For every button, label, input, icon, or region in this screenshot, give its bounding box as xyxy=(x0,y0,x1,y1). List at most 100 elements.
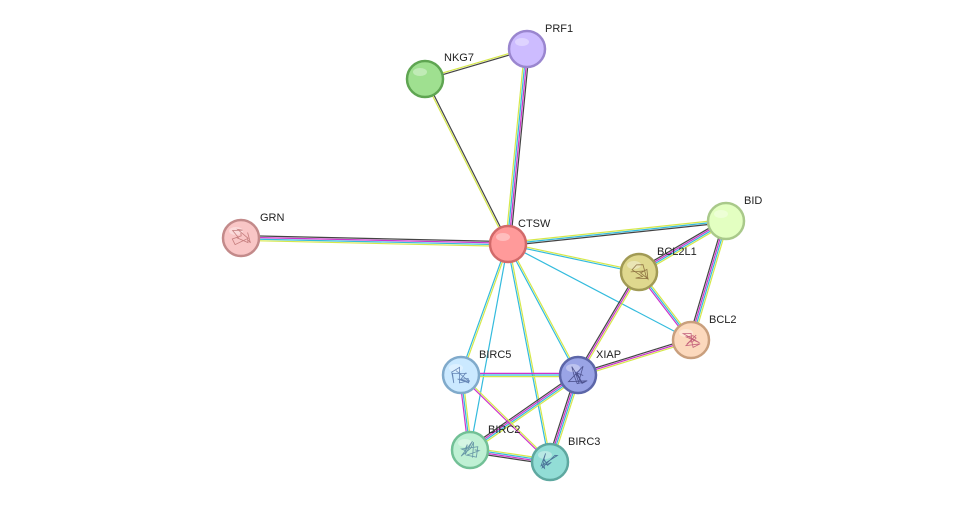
edge-strand xyxy=(240,236,509,244)
edge-strand xyxy=(469,375,580,452)
edge-strand xyxy=(506,243,550,463)
edge-strand xyxy=(692,221,729,342)
structure-trace xyxy=(567,366,588,385)
edge-strand xyxy=(507,221,727,247)
structure-trace xyxy=(231,228,251,246)
edge-ctsw-bcl2[interactable] xyxy=(507,243,692,341)
edge-strand xyxy=(468,372,578,449)
node-circle[interactable] xyxy=(706,201,746,241)
node-highlight xyxy=(229,227,243,235)
edge-xiap-birc2[interactable] xyxy=(468,372,580,453)
protein-structure-icon xyxy=(681,332,701,348)
structure-trace xyxy=(460,441,481,458)
node-xiap[interactable]: XIAP xyxy=(558,349,621,395)
protein-structure-icon xyxy=(451,366,470,384)
node-label: XIAP xyxy=(596,349,621,361)
edge-ctsw-birc5[interactable] xyxy=(459,243,510,376)
node-label: PRF1 xyxy=(545,23,573,35)
node-label: BIRC2 xyxy=(488,424,520,436)
edge-strand xyxy=(689,220,726,341)
node-circle[interactable] xyxy=(405,59,445,99)
protein-structure-icon xyxy=(540,453,559,470)
edge-bid-bcl2[interactable] xyxy=(688,219,729,342)
node-circle[interactable] xyxy=(221,218,261,258)
protein-structure-icon xyxy=(567,366,588,385)
node-birc2[interactable]: BIRC2 xyxy=(450,424,520,470)
node-bid[interactable]: BID xyxy=(706,195,762,241)
edge-strand xyxy=(461,243,510,376)
edge-strand xyxy=(425,78,510,245)
structure-trace xyxy=(451,366,470,384)
edge-xiap-birc5[interactable] xyxy=(460,372,579,378)
node-label: BIRC3 xyxy=(568,436,600,448)
edge-strand xyxy=(470,376,580,453)
edge-ctsw-prf1[interactable] xyxy=(505,48,530,245)
protein-structure-icon xyxy=(630,264,650,281)
edge-ctsw-xiap[interactable] xyxy=(506,243,580,376)
node-circle[interactable] xyxy=(619,252,659,292)
edge-strand xyxy=(423,78,508,245)
node-circle[interactable] xyxy=(450,430,490,470)
edge-strand xyxy=(459,243,508,376)
edge-strand xyxy=(508,243,580,376)
edge-bcl2-xiap[interactable] xyxy=(576,337,693,378)
node-label: CTSW xyxy=(518,218,551,230)
edge-strand xyxy=(577,339,692,376)
protein-structure-icon xyxy=(231,228,251,246)
edge-ctsw-nkg7[interactable] xyxy=(423,78,510,245)
node-label: NKG7 xyxy=(444,52,474,64)
edge-strand xyxy=(460,373,552,463)
node-circle[interactable] xyxy=(488,224,528,264)
edge-ctsw-bcl2l1[interactable] xyxy=(507,242,640,274)
edge-ctsw-grn[interactable] xyxy=(240,235,509,247)
edge-strand xyxy=(506,48,527,245)
node-bcl2l1[interactable]: BCL2L1 xyxy=(619,246,697,292)
node-nkg7[interactable]: NKG7 xyxy=(405,52,474,99)
node-ctsw[interactable]: CTSW xyxy=(488,218,551,264)
node-bcl2[interactable]: BCL2 xyxy=(671,314,737,360)
node-highlight xyxy=(515,38,529,46)
node-highlight xyxy=(413,68,427,76)
edge-ctsw-bid[interactable] xyxy=(507,218,727,247)
edge-strand xyxy=(469,243,509,451)
edge-strand xyxy=(507,243,692,341)
node-highlight xyxy=(679,329,693,337)
node-grn[interactable]: GRN xyxy=(221,212,285,258)
node-highlight xyxy=(627,261,641,269)
node-label: BCL2L1 xyxy=(657,246,697,258)
edge-strand xyxy=(468,373,579,450)
node-circle[interactable] xyxy=(530,442,570,482)
edge-strand xyxy=(459,374,551,464)
edge-strand xyxy=(507,242,640,272)
edge-strand xyxy=(578,272,641,377)
node-label: BIRC5 xyxy=(479,349,511,361)
edge-strand xyxy=(507,218,727,244)
edge-strand xyxy=(576,270,639,375)
edge-strand xyxy=(691,220,728,341)
edge-ctsw-birc2[interactable] xyxy=(469,243,509,451)
edge-strand xyxy=(505,48,526,245)
edge-strand xyxy=(688,219,725,340)
edge-birc5-birc3[interactable] xyxy=(459,373,552,464)
structure-trace xyxy=(540,453,559,470)
edges-layer xyxy=(240,47,729,465)
node-birc5[interactable]: BIRC5 xyxy=(441,349,511,395)
edge-bcl2l1-xiap[interactable] xyxy=(576,270,641,377)
edge-strand xyxy=(576,337,692,375)
node-prf1[interactable]: PRF1 xyxy=(507,23,573,69)
node-highlight xyxy=(496,233,510,241)
structure-trace xyxy=(681,332,701,348)
structure-trace xyxy=(630,264,650,281)
node-highlight xyxy=(714,210,728,218)
node-birc3[interactable]: BIRC3 xyxy=(530,436,600,482)
edge-strand xyxy=(240,239,509,247)
edge-ctsw-birc3[interactable] xyxy=(506,243,552,463)
edge-strand xyxy=(577,340,693,378)
edge-strand xyxy=(506,243,578,376)
edge-strand xyxy=(577,271,640,376)
edge-strand xyxy=(240,235,509,243)
node-label: GRN xyxy=(260,212,285,224)
node-circle[interactable] xyxy=(507,29,547,69)
